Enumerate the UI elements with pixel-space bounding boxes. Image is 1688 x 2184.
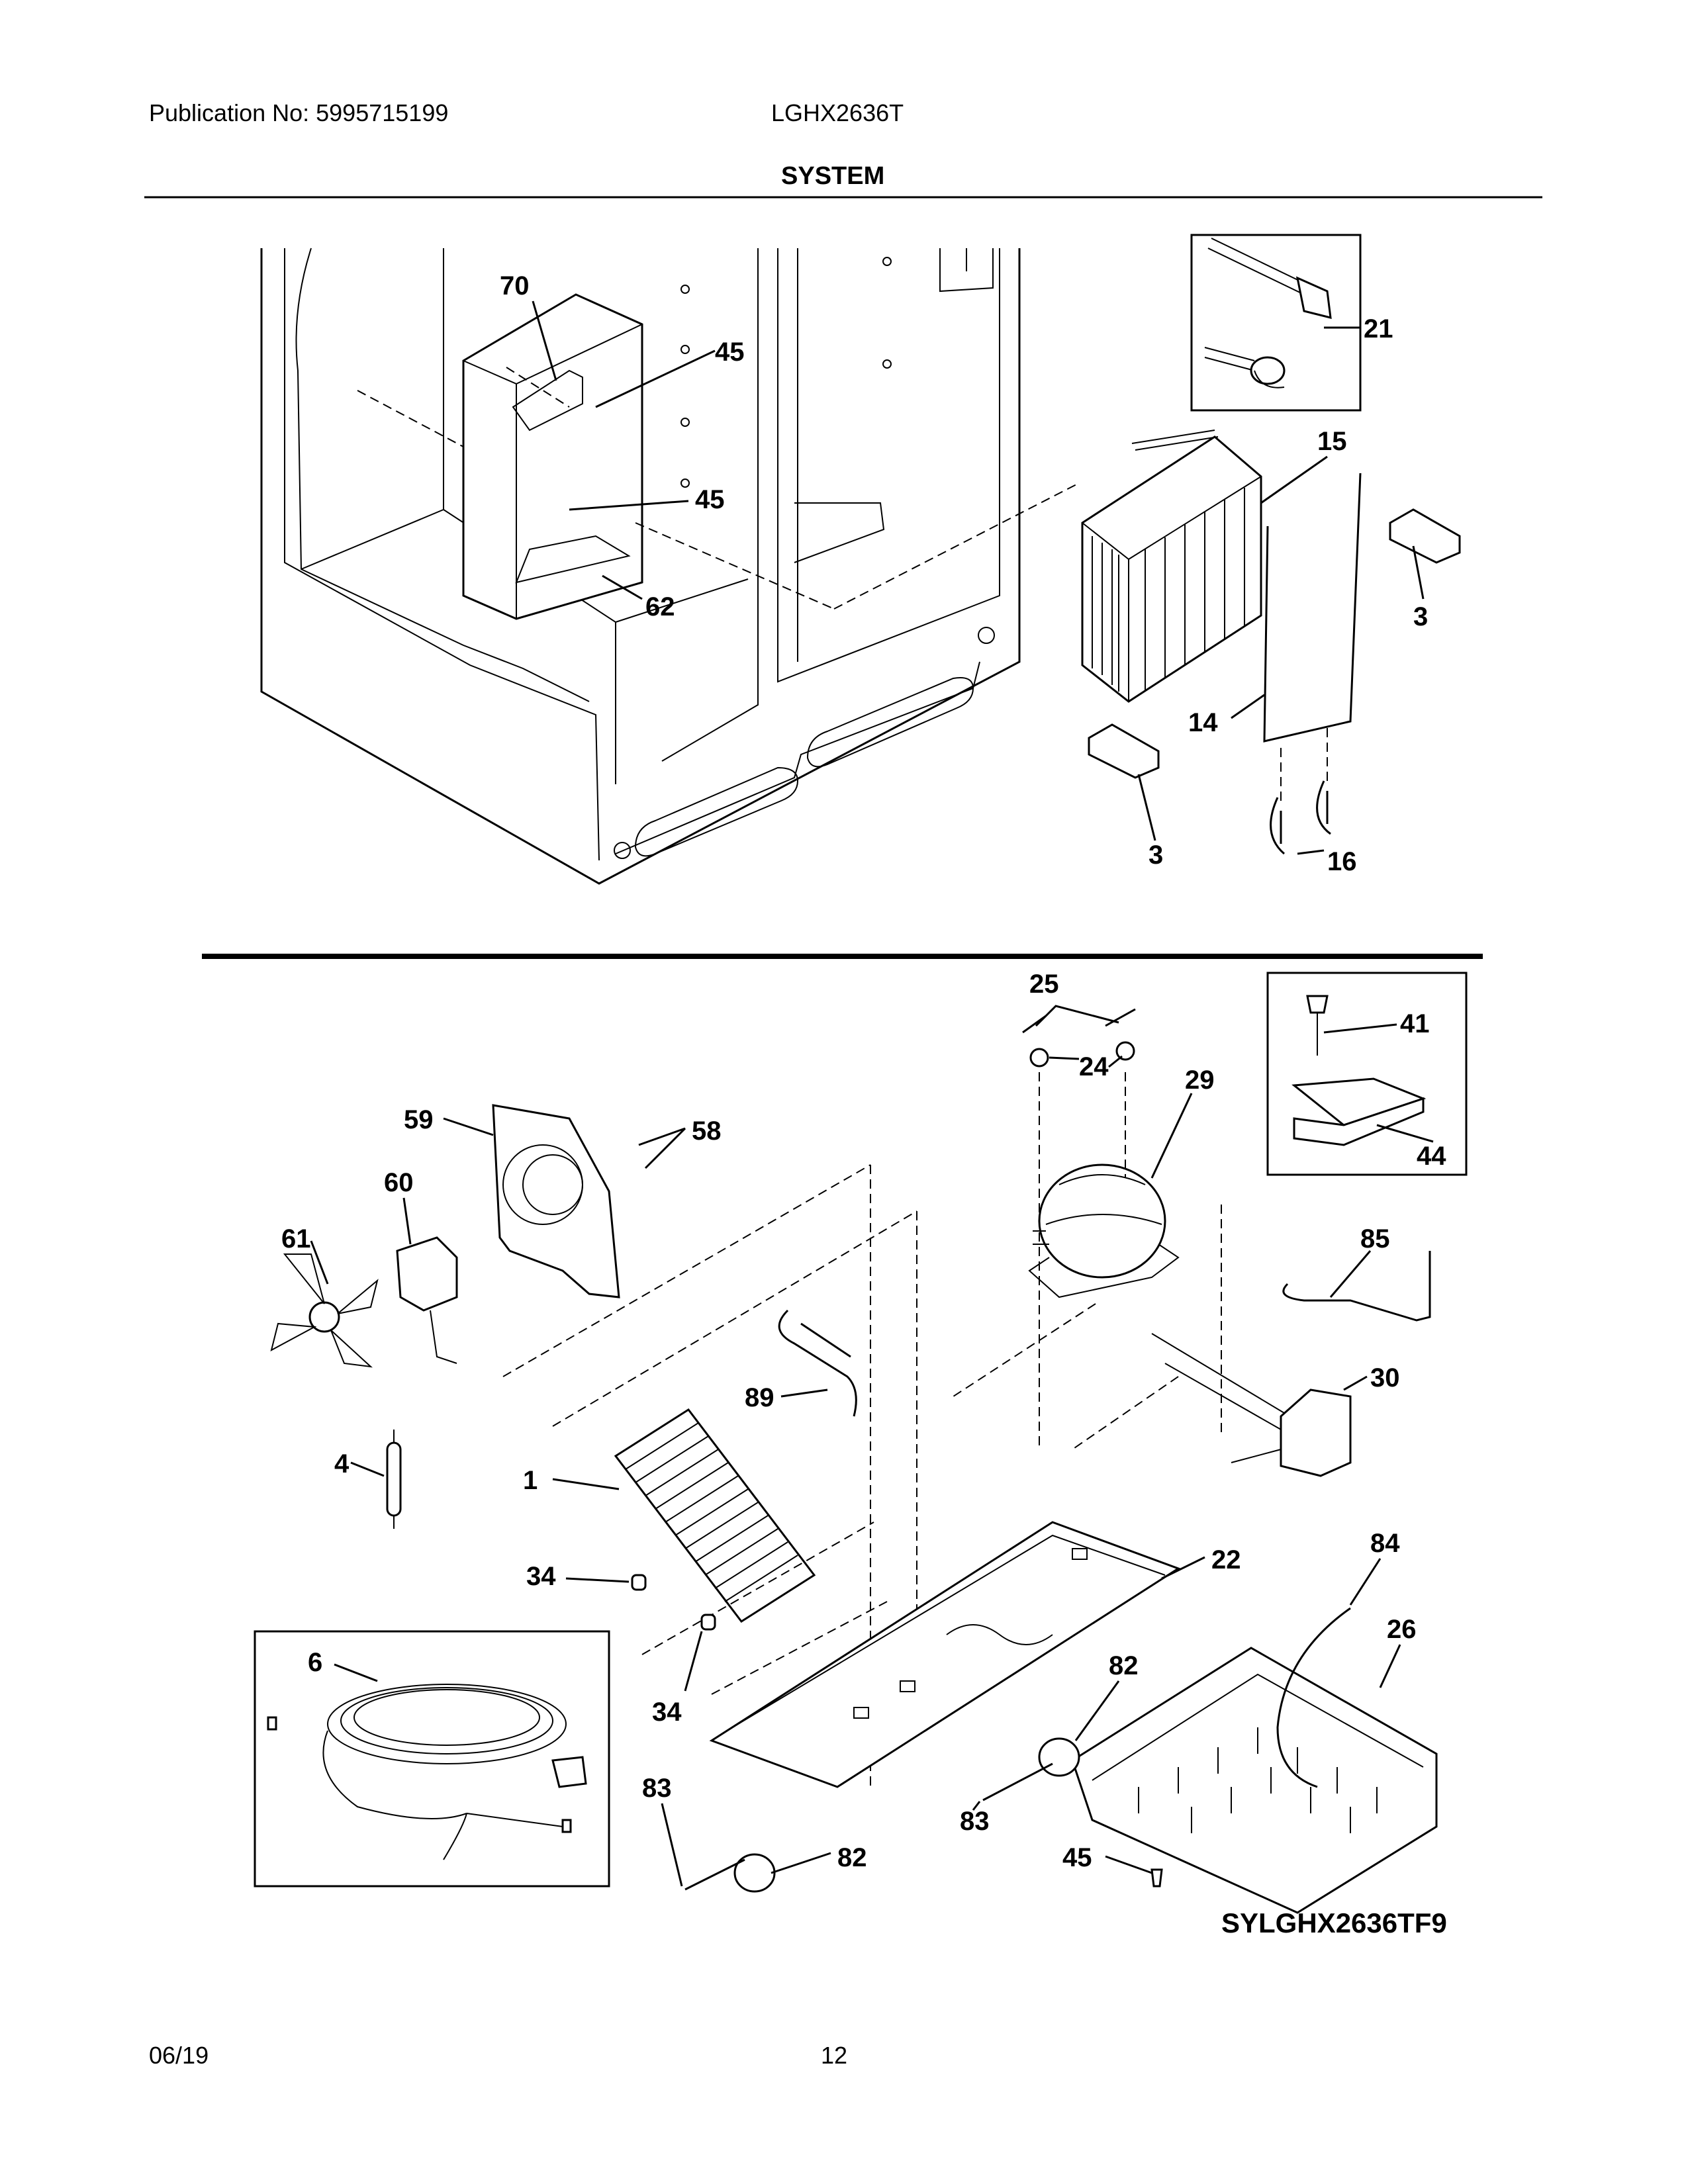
- washer-24a-drawing: [1029, 1048, 1049, 1068]
- callout-34-lower: 34: [652, 1698, 682, 1727]
- mount-82a-drawing: [1038, 1737, 1080, 1777]
- cabinet-drawing: [260, 248, 1021, 885]
- dash-evap-cabinet: [833, 482, 1080, 610]
- callout-34-left: 34: [526, 1562, 556, 1591]
- callout-25: 25: [1029, 970, 1059, 999]
- base-pan-22-drawing: [709, 1521, 1181, 1788]
- heater-14-drawing: [1263, 473, 1362, 743]
- grommet-34b-drawing: [700, 1614, 716, 1631]
- callout-14: 14: [1188, 708, 1218, 737]
- evaporator-coil-drawing: [1081, 430, 1262, 703]
- dash-62-evap: [635, 522, 835, 610]
- part-62-cover-drawing: [462, 293, 643, 620]
- clip-25b-drawing: [1105, 1008, 1136, 1027]
- pad-3b-drawing: [1088, 723, 1160, 779]
- callout-41: 41: [1400, 1009, 1430, 1038]
- drain-pan-26-drawing: [1071, 1647, 1438, 1914]
- dash-62-cabinet: [357, 390, 464, 447]
- callout-70: 70: [500, 271, 530, 300]
- callout-22: 22: [1211, 1545, 1241, 1574]
- callout-45-middle: 45: [695, 485, 725, 514]
- compressor-29-drawing: [1028, 1163, 1180, 1298]
- callout-1: 1: [523, 1466, 538, 1495]
- screw-83a-drawing: [982, 1762, 1053, 1801]
- fan-shroud-59-drawing: [492, 1104, 620, 1298]
- dash-comp-base: [953, 1303, 1096, 1397]
- dash-condenser-a: [641, 1522, 874, 1655]
- drier-4-drawing: [386, 1430, 402, 1529]
- callout-6: 6: [308, 1648, 322, 1677]
- dash-condenser-b: [711, 1601, 888, 1695]
- inset-41-44-drawing: [1266, 972, 1468, 1176]
- callout-84: 84: [1370, 1529, 1400, 1558]
- callout-3-lower: 3: [1149, 841, 1163, 870]
- callout-45-upper: 45: [715, 338, 745, 367]
- callout-24: 24: [1079, 1052, 1109, 1081]
- callout-83-left: 83: [642, 1774, 672, 1803]
- grommet-34a-drawing: [631, 1574, 647, 1591]
- dash-59-base-b: [552, 1210, 917, 1427]
- dash-45-62: [506, 367, 570, 408]
- callout-62: 62: [645, 592, 675, 621]
- fan-motor-60-drawing: [396, 1236, 458, 1312]
- relay-30-drawing: [1151, 1333, 1352, 1477]
- model-number: LGHX2636T: [771, 99, 904, 126]
- callout-82-right: 82: [1109, 1651, 1139, 1680]
- callout-44: 44: [1417, 1142, 1446, 1171]
- callout-29: 29: [1185, 1066, 1215, 1095]
- tube-89-drawing: [778, 1309, 857, 1417]
- callout-16: 16: [1327, 847, 1357, 876]
- callout-26: 26: [1387, 1615, 1417, 1644]
- callout-60: 60: [384, 1168, 414, 1197]
- section-title: SYSTEM: [781, 162, 885, 190]
- callout-83-right: 83: [960, 1807, 990, 1836]
- callout-89: 89: [745, 1383, 774, 1412]
- callout-3-upper: 3: [1413, 602, 1428, 631]
- callout-30: 30: [1370, 1363, 1400, 1392]
- publication-number: Publication No: 5995715199: [149, 99, 449, 126]
- screw-83b-drawing: [684, 1858, 745, 1891]
- dash-relay: [1072, 1376, 1179, 1450]
- callout-59: 59: [404, 1105, 434, 1134]
- drain-tube-84-drawing: [1276, 1607, 1351, 1788]
- callout-82-lower: 82: [837, 1843, 867, 1872]
- page-number: 12: [821, 2042, 848, 2069]
- pad-3a-drawing: [1389, 508, 1461, 564]
- screw-45c-drawing: [1150, 1868, 1163, 1888]
- callout-45-lower: 45: [1062, 1843, 1092, 1872]
- motor-wire: [430, 1310, 457, 1364]
- fan-blade-61-drawing: [270, 1253, 379, 1368]
- inset-21-drawing: [1190, 234, 1362, 412]
- footer-date: 06/19: [149, 2042, 209, 2069]
- mount-82b-drawing: [733, 1853, 776, 1893]
- callout-21: 21: [1364, 314, 1393, 343]
- callout-58: 58: [692, 1116, 722, 1146]
- condenser-1-drawing: [614, 1408, 816, 1623]
- leader-lines: [310, 300, 1434, 1887]
- callout-85: 85: [1360, 1224, 1390, 1253]
- callout-15: 15: [1317, 427, 1347, 456]
- dash-59-base: [502, 1164, 871, 1377]
- diagram-code: SYLGHX2636TF9: [1221, 1907, 1447, 1938]
- tube-85-drawing: [1282, 1251, 1431, 1322]
- washer-24b-drawing: [1115, 1041, 1135, 1061]
- inset-6-drawing: [254, 1630, 610, 1888]
- callout-61: 61: [281, 1224, 311, 1253]
- callout-4: 4: [334, 1449, 350, 1479]
- clip-16-drawing: [1270, 780, 1331, 855]
